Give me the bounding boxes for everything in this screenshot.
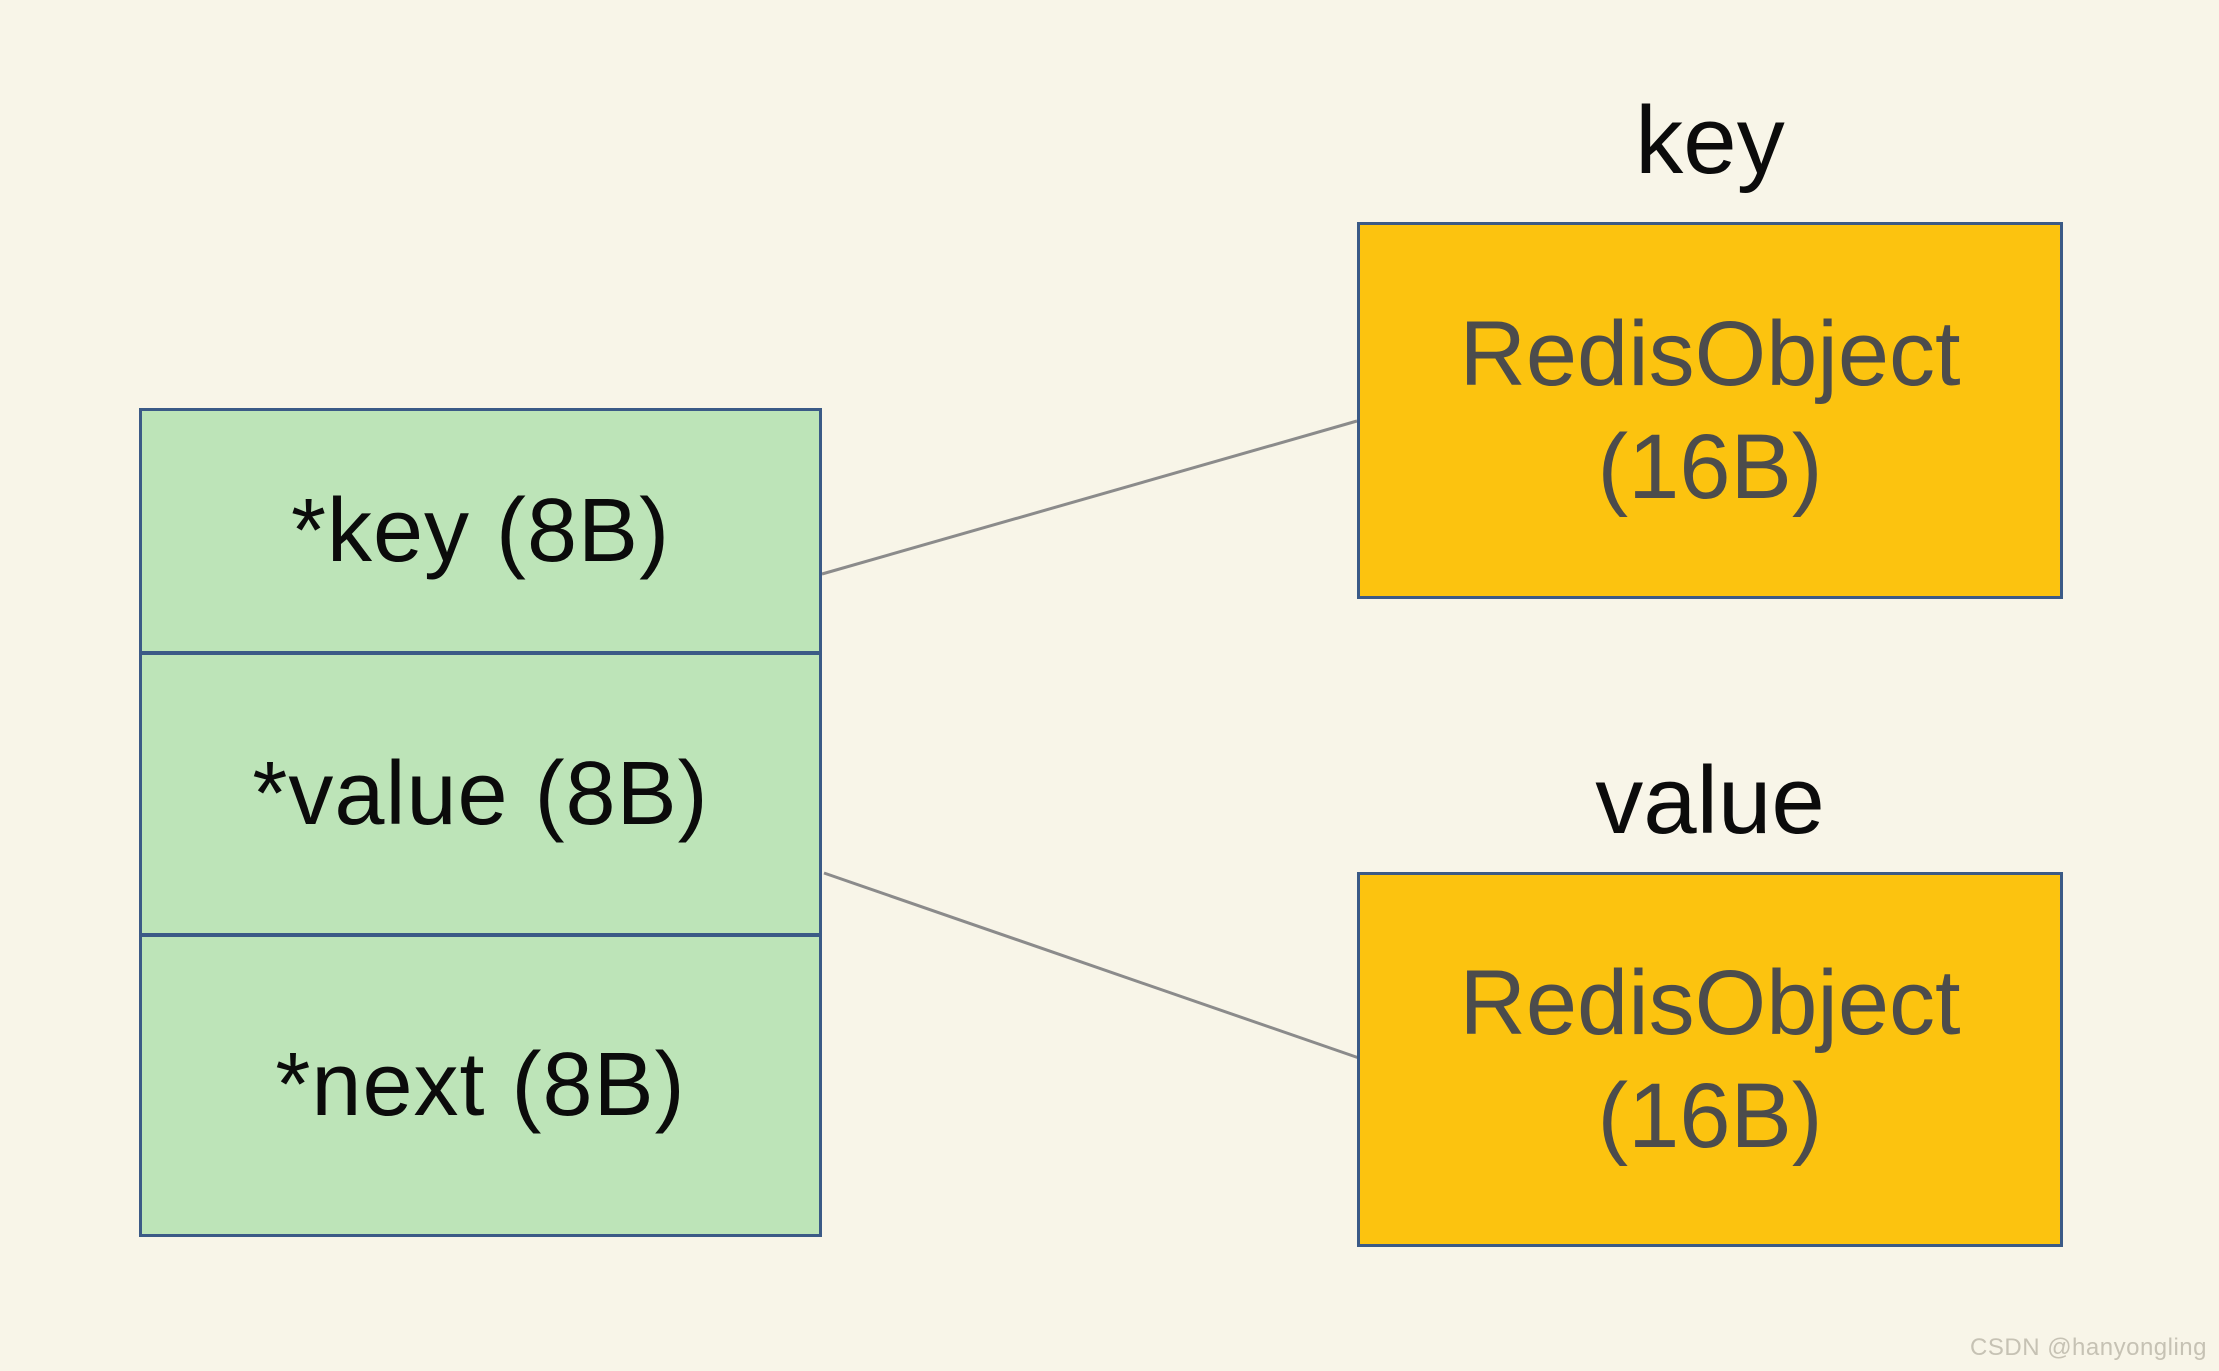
struct-row-key-label: *key (8B) <box>290 480 671 581</box>
struct-row-next: *next (8B) <box>142 937 819 1234</box>
struct-row-key: *key (8B) <box>142 411 819 655</box>
value-redisobject-box: RedisObject (16B) <box>1357 872 2063 1247</box>
connector-key-line <box>821 419 1358 576</box>
connector-value-line <box>823 871 1360 1060</box>
struct-row-next-label: *next (8B) <box>275 1035 686 1135</box>
struct-row-value: *value (8B) <box>142 655 819 937</box>
value-redisobject-size: (16B) <box>1597 1064 1823 1167</box>
struct-row-value-label: *value (8B) <box>252 743 709 844</box>
dictentry-struct: *key (8B) *value (8B) *next (8B) <box>139 408 822 1237</box>
watermark: CSDN @hanyongling <box>1970 1334 2207 1361</box>
key-object-label: key <box>1635 87 1785 194</box>
key-redisobject-name: RedisObject <box>1459 303 1961 406</box>
key-redisobject-size: (16B) <box>1597 415 1823 518</box>
value-object-label: value <box>1595 747 1825 854</box>
value-redisobject-name: RedisObject <box>1459 952 1961 1055</box>
key-redisobject-box: RedisObject (16B) <box>1357 222 2063 599</box>
